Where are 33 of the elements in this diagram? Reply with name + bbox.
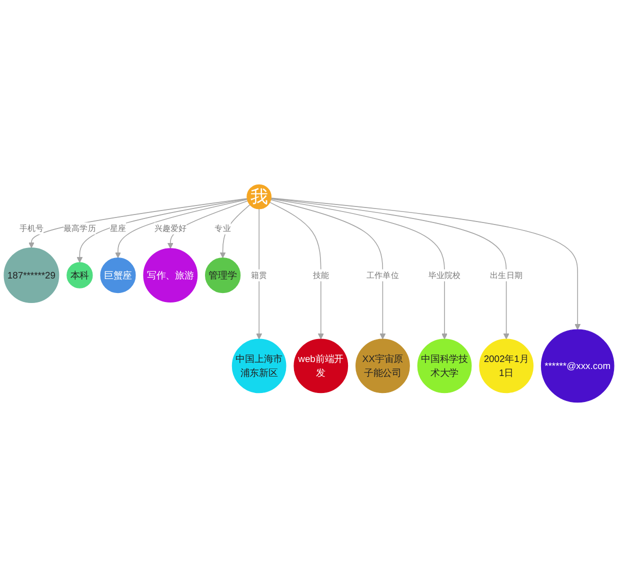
arrow	[115, 199, 248, 258]
arrow	[270, 198, 510, 340]
arrow	[220, 204, 250, 258]
node-circle: 中国上海市浦东新区	[232, 338, 286, 394]
node-circle: 我	[246, 184, 272, 210]
arrow	[269, 202, 324, 340]
edge-label: 手机号	[19, 224, 44, 234]
arrow	[76, 198, 248, 263]
edge-label: 专业	[214, 224, 231, 234]
node-circle: 中国科学技术大学	[417, 338, 472, 394]
arrow	[270, 199, 386, 340]
edge-label: 星座	[110, 224, 126, 234]
node-circle: 187******29	[4, 248, 60, 304]
edge-label: 籍贯	[251, 270, 268, 280]
arrow	[28, 198, 248, 248]
edge-label: 毕业院校	[428, 270, 461, 280]
arrow	[256, 208, 262, 340]
edge-label: 兴趣爱好	[154, 224, 187, 234]
node-circle: ******@xxx.com	[540, 329, 614, 403]
arrow	[167, 200, 248, 249]
arrow	[270, 198, 581, 330]
arrow	[270, 198, 448, 340]
node-circle: web前端开发	[294, 338, 348, 394]
node-circle: 2002年1月1日	[479, 338, 534, 394]
edge-label: 最高学历	[64, 224, 96, 234]
edge-label: 出生日期	[490, 270, 522, 280]
node-circle: 本科	[66, 262, 93, 288]
node-circle: 巨蟹座	[100, 257, 136, 294]
edge-label: 技能	[312, 270, 329, 280]
node-circle: 写作、旅游	[143, 248, 198, 302]
edge-label: 工作单位	[366, 270, 399, 280]
node-circle: XX宇宙原子能公司	[355, 338, 410, 394]
node-circle: 管理学	[205, 257, 241, 294]
